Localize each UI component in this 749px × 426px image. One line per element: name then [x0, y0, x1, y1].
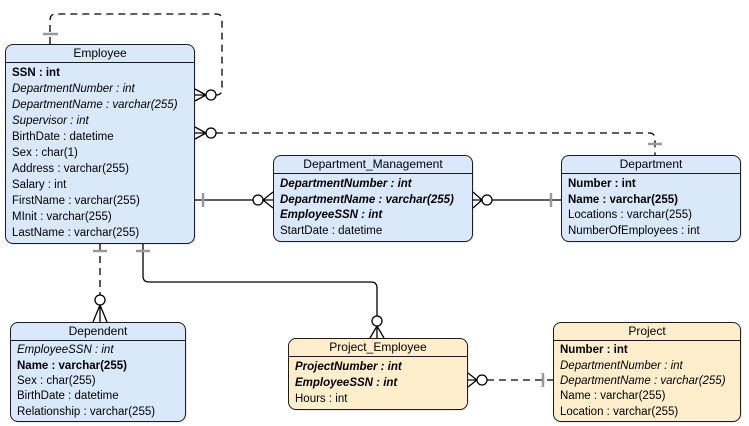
entity-dependent-title: Dependent [11, 323, 185, 341]
optional-circle-marker [371, 315, 383, 327]
optional-circle-marker [481, 194, 493, 206]
entity-project-employee-title: Project_Employee [289, 339, 467, 357]
attribute-row: Name : varchar(255) [560, 390, 666, 403]
attribute-row: StartDate : datetime [280, 225, 383, 238]
attribute-row: Name : varchar(255) [17, 359, 127, 372]
attribute-row: BirthDate : datetime [17, 390, 119, 403]
attribute-row: Name : varchar(255) [568, 193, 678, 206]
relationship-employee-self[interactable] [49, 13, 223, 96]
attribute-row: Supervisor : int [12, 115, 89, 127]
attribute-row: EmployeeSSN : int [295, 377, 398, 389]
entity-project-employee-attrs: ProjectNumber : int EmployeeSSN : int Ho… [289, 357, 467, 409]
optional-circle-marker [476, 374, 488, 386]
attribute-row: DepartmentName : varchar(255) [12, 99, 178, 111]
optional-circle-marker [252, 194, 264, 206]
attribute-row: Locations : varchar(255) [568, 209, 693, 222]
crows-foot-marker [472, 191, 483, 209]
attribute-row: Salary : int [12, 179, 67, 191]
attribute-row: LastName : varchar(255) [12, 227, 140, 239]
attribute-row: Relationship : varchar(255) [17, 405, 156, 418]
entity-department-attrs: Number : int Name : varchar(255) Locatio… [562, 174, 740, 241]
entity-dependent[interactable]: Dependent EmployeeSSN : int Name : varch… [10, 322, 186, 422]
entity-department-management-attrs: DepartmentNumber : int DepartmentName : … [274, 174, 472, 241]
relationship-employee-department[interactable] [216, 132, 656, 155]
attribute-row: Address : varchar(255) [12, 163, 129, 175]
attribute-row: DepartmentNumber : int [12, 83, 135, 95]
entity-department[interactable]: Department Number : int Name : varchar(2… [561, 155, 741, 242]
entity-employee[interactable]: Employee SSN : int DepartmentNumber : in… [5, 44, 195, 244]
attribute-row: EmployeeSSN : int [280, 209, 383, 222]
entity-department-management[interactable]: Department_Management DepartmentNumber :… [273, 155, 473, 242]
attribute-row: DepartmentName : varchar(255) [280, 193, 454, 206]
optional-circle-marker [205, 127, 217, 139]
crows-foot-marker [369, 325, 385, 339]
crows-foot-marker [262, 191, 274, 209]
optional-circle-marker [205, 89, 217, 101]
attribute-row: NumberOfEmployees : int [568, 225, 700, 238]
entity-project-attrs: Number : int DepartmentNumber : int Depa… [554, 341, 740, 421]
attribute-row: DepartmentName : varchar(255) [560, 374, 726, 387]
entity-project-employee[interactable]: Project_Employee ProjectNumber : int Emp… [288, 338, 468, 410]
entity-project[interactable]: Project Number : int DepartmentNumber : … [553, 322, 741, 422]
crows-foot-marker [194, 126, 207, 140]
attribute-row: Sex : char(255) [17, 374, 96, 387]
entity-department-management-title: Department_Management [274, 156, 472, 174]
attribute-row: DepartmentNumber : int [280, 177, 412, 190]
entity-employee-title: Employee [6, 45, 194, 63]
entity-project-title: Project [554, 323, 740, 341]
relationship-employee-projectemployee[interactable] [142, 244, 378, 316]
attribute-row: FirstName : varchar(255) [12, 195, 140, 207]
crows-foot-marker [194, 88, 207, 102]
attribute-row: EmployeeSSN : int [17, 344, 114, 357]
attribute-row: DepartmentNumber : int [560, 359, 683, 372]
attribute-row: Sex : char(1) [12, 147, 78, 159]
attribute-row: Location : varchar(255) [560, 405, 679, 418]
optional-circle-marker [94, 294, 106, 306]
attribute-row: Number : int [560, 344, 628, 357]
attribute-row: Number : int [568, 177, 636, 190]
entity-dependent-attrs: EmployeeSSN : int Name : varchar(255) Se… [11, 341, 185, 421]
crows-foot-marker [467, 372, 478, 388]
attribute-row: ProjectNumber : int [295, 361, 402, 373]
attribute-row: MInit : varchar(255) [12, 211, 112, 223]
attribute-row: BirthDate : datetime [12, 131, 114, 143]
entity-department-title: Department [562, 156, 740, 174]
attribute-row: Hours : int [295, 393, 348, 405]
attribute-row: SSN : int [12, 67, 60, 79]
entity-employee-attrs: SSN : int DepartmentNumber : int Departm… [6, 63, 194, 243]
crows-foot-marker [92, 304, 108, 323]
